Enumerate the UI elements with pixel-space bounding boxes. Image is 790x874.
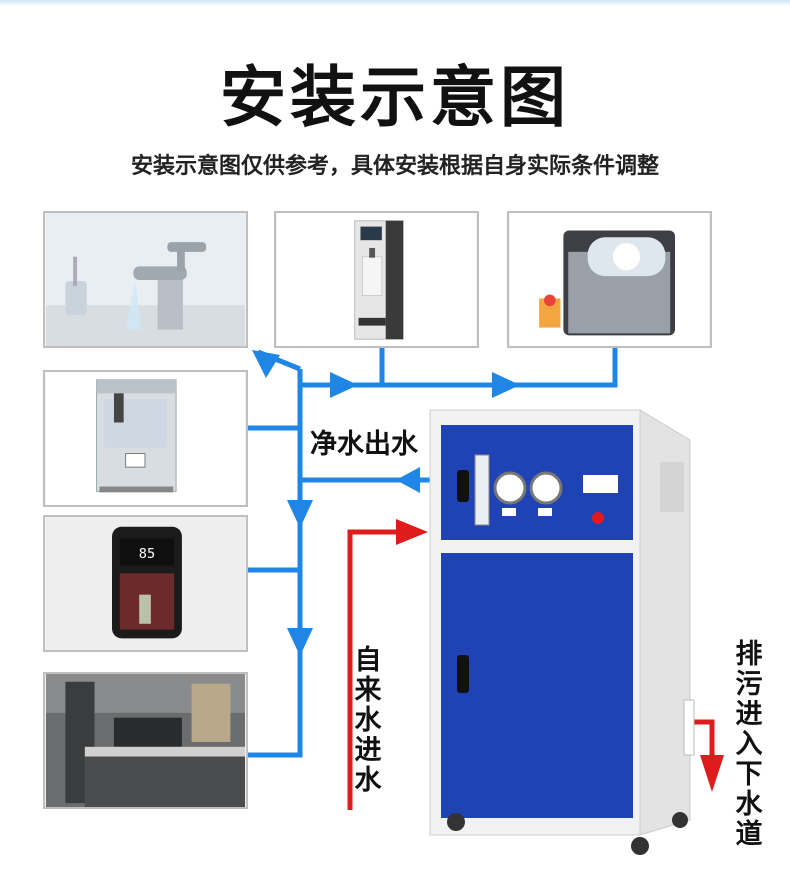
top-gradient-bar (0, 0, 790, 6)
right-arrow-icon (330, 372, 358, 398)
down-arrow-icon (287, 500, 313, 528)
drain-label: 排污进入下水道 (735, 639, 763, 850)
faucet-icon (45, 213, 246, 346)
kitchen-card (43, 672, 248, 809)
water-dispenser-icon (276, 213, 477, 346)
clean-water-out-label: 净水出水 (310, 429, 418, 460)
page-subtitle: 安装示意图仅供参考，具体安装根据自身实际条件调整 (130, 154, 659, 179)
faucet-card (43, 211, 248, 348)
right-arrow-icon-2 (492, 372, 520, 398)
water-boiler-icon (45, 372, 246, 505)
faucet-arrow-icon (252, 350, 280, 378)
faucet-branch-pipe (257, 349, 301, 372)
wall-purifier-card: 85 (43, 515, 248, 652)
drain-arrow-icon (700, 755, 724, 792)
icemaker-card (507, 211, 712, 348)
dispenser-card (274, 211, 479, 348)
left-arrow-icon (396, 467, 420, 493)
svg-text:85: 85 (139, 546, 155, 562)
page-title: 安装示意图 (220, 59, 570, 136)
tap-water-in-label: 自来水进水 (354, 645, 382, 796)
down-arrow-icon-2 (287, 628, 313, 656)
inlet-arrow-icon (396, 519, 428, 545)
boiler-card (43, 370, 248, 507)
kitchen-icon (45, 674, 246, 807)
ice-maker-icon (509, 213, 710, 346)
drain-red-pipe (692, 719, 715, 760)
top-blue-pipe (300, 348, 618, 388)
wall-purifier-icon: 85 (45, 517, 246, 650)
ro-machine-icon (429, 409, 695, 855)
main-blue-pipe (248, 369, 303, 758)
